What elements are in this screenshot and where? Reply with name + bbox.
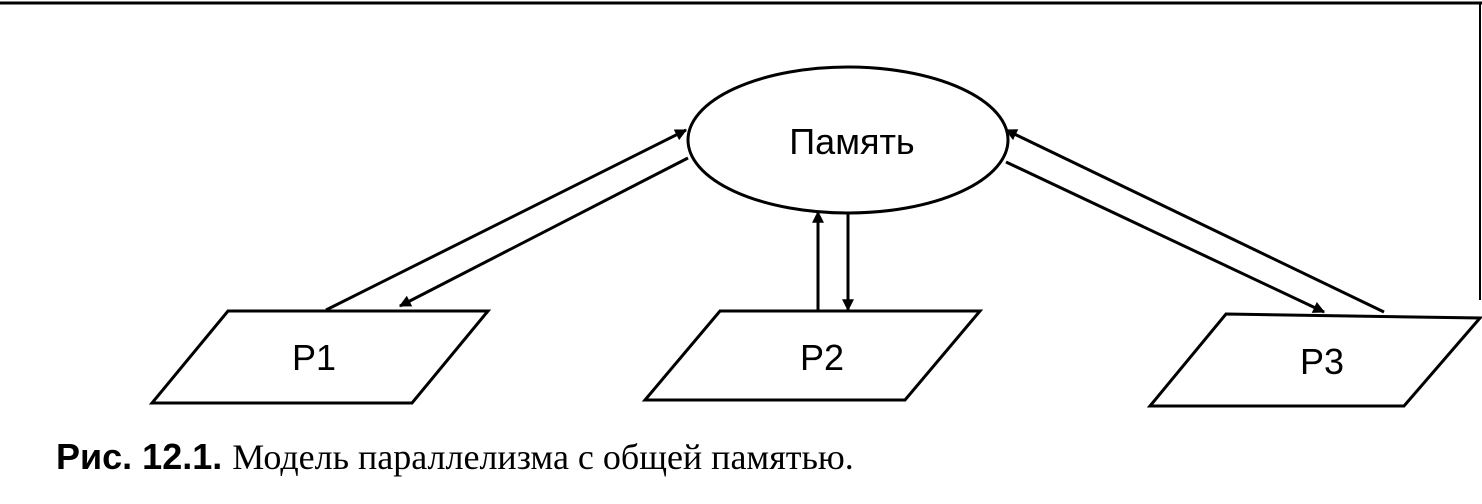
caption-text: Модель параллелизма с общей памятью.	[232, 437, 854, 477]
arrow-memory-to-p3	[1005, 160, 1326, 314]
arrow-p3-to-memory	[1004, 128, 1385, 314]
memory-node: Память	[686, 65, 1010, 215]
caption-number: Рис. 12.1.	[56, 436, 223, 477]
process-label-p2: P2	[800, 337, 844, 378]
process-node-p2: P2	[641, 309, 984, 402]
memory-label: Память	[789, 121, 914, 162]
process-node-p1: P1	[148, 309, 492, 405]
figure-caption: Рис. 12.1. Модель параллелизма с общей п…	[56, 436, 854, 478]
process-label-p1: P1	[292, 337, 336, 378]
arrow-p1-to-memory	[325, 128, 688, 312]
arrow-memory-to-p1	[398, 156, 689, 308]
process-label-p3: P3	[1300, 341, 1344, 382]
process-node-p3: P3	[1146, 312, 1482, 408]
connectors	[325, 128, 1385, 314]
